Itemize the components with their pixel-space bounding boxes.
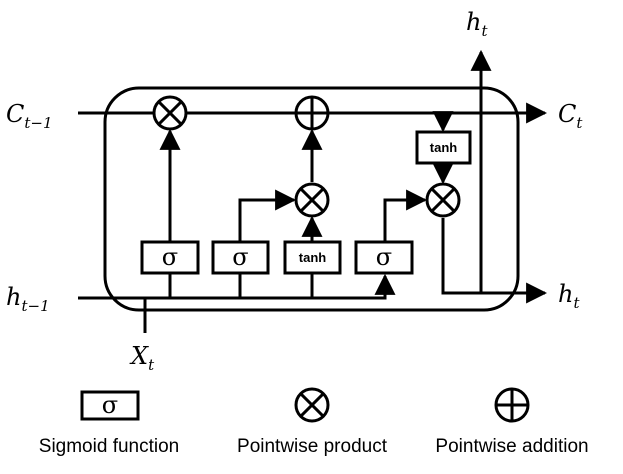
- cell-tanh-label: tanh: [430, 140, 458, 155]
- h-next-label: ht: [558, 280, 580, 312]
- legend-sigmoid-box: [80, 390, 140, 421]
- output-gate-label: σ: [376, 243, 392, 271]
- output-gate-box: [354, 240, 414, 275]
- hidden-input-line: [78, 273, 396, 300]
- c-next-label: Ct: [558, 100, 583, 132]
- legend-sigmoid-label: Sigmoid function: [39, 436, 179, 457]
- h-top-label: ht: [466, 8, 488, 40]
- input-product-x2: [299, 187, 325, 213]
- legend-product-label: Pointwise product: [237, 436, 388, 457]
- forget-product-x2: [157, 100, 183, 126]
- cell-tanh-box: [415, 130, 472, 165]
- output-gate-output: [383, 189, 428, 242]
- input-gate-label: σ: [232, 243, 248, 271]
- h-prev-label: ht−1: [6, 283, 50, 315]
- forget-gate-label: σ: [162, 243, 178, 271]
- cell-boundary: [103, 86, 520, 312]
- legend-addition-label: Pointwise addition: [435, 436, 588, 457]
- input-gate-box: [211, 240, 270, 275]
- hidden-output-line: [441, 218, 548, 304]
- c-prev-label: Ct−1: [6, 100, 53, 132]
- input-gate-output: [238, 189, 297, 242]
- forget-gate-box: [140, 240, 200, 275]
- x-input-label: Xt: [129, 342, 155, 374]
- legend-product-x2: [299, 392, 325, 418]
- candidate-tanh-label: tanh: [299, 250, 327, 265]
- legend-sigmoid-symbol: σ: [102, 391, 118, 419]
- output-product-x2: [430, 187, 456, 213]
- candidate-tanh-box: [283, 240, 342, 275]
